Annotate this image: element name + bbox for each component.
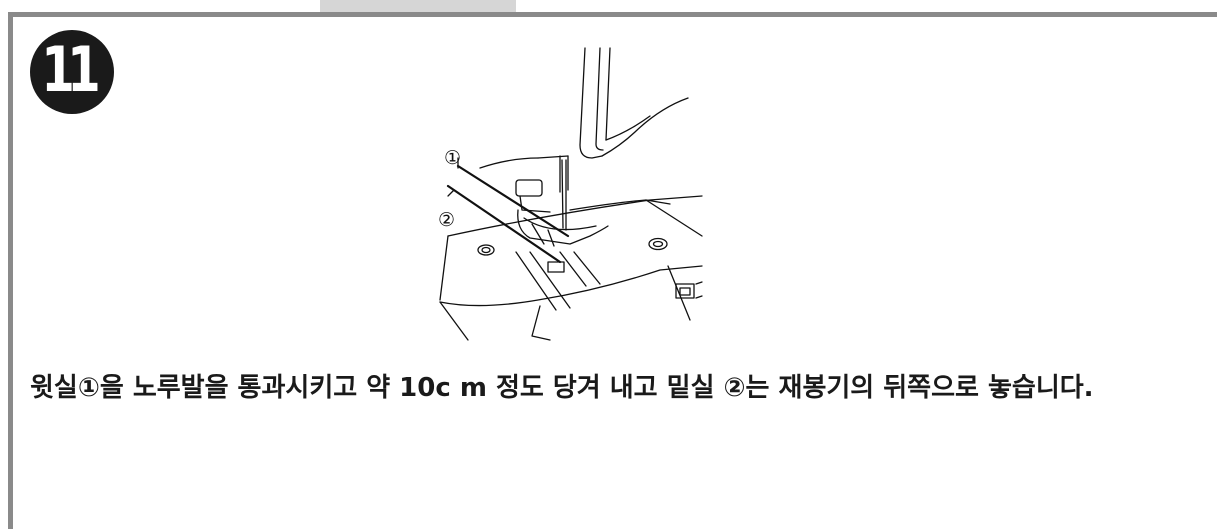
- frame-top-border: [8, 12, 1217, 17]
- step-number-badge: 11: [30, 30, 114, 114]
- step-number: 11: [41, 33, 101, 106]
- sewing-machine-illustration: ① ②: [438, 47, 703, 341]
- callout-label-1: ①: [444, 147, 461, 169]
- frame-left-border: [8, 12, 13, 529]
- page-tab-marker: [320, 0, 516, 13]
- callout-label-2: ②: [438, 209, 455, 231]
- instruction-text: 윗실①을 노루발을 통과시키고 약 10c m 정도 당겨 내고 밑실 ②는 재…: [30, 373, 1094, 403]
